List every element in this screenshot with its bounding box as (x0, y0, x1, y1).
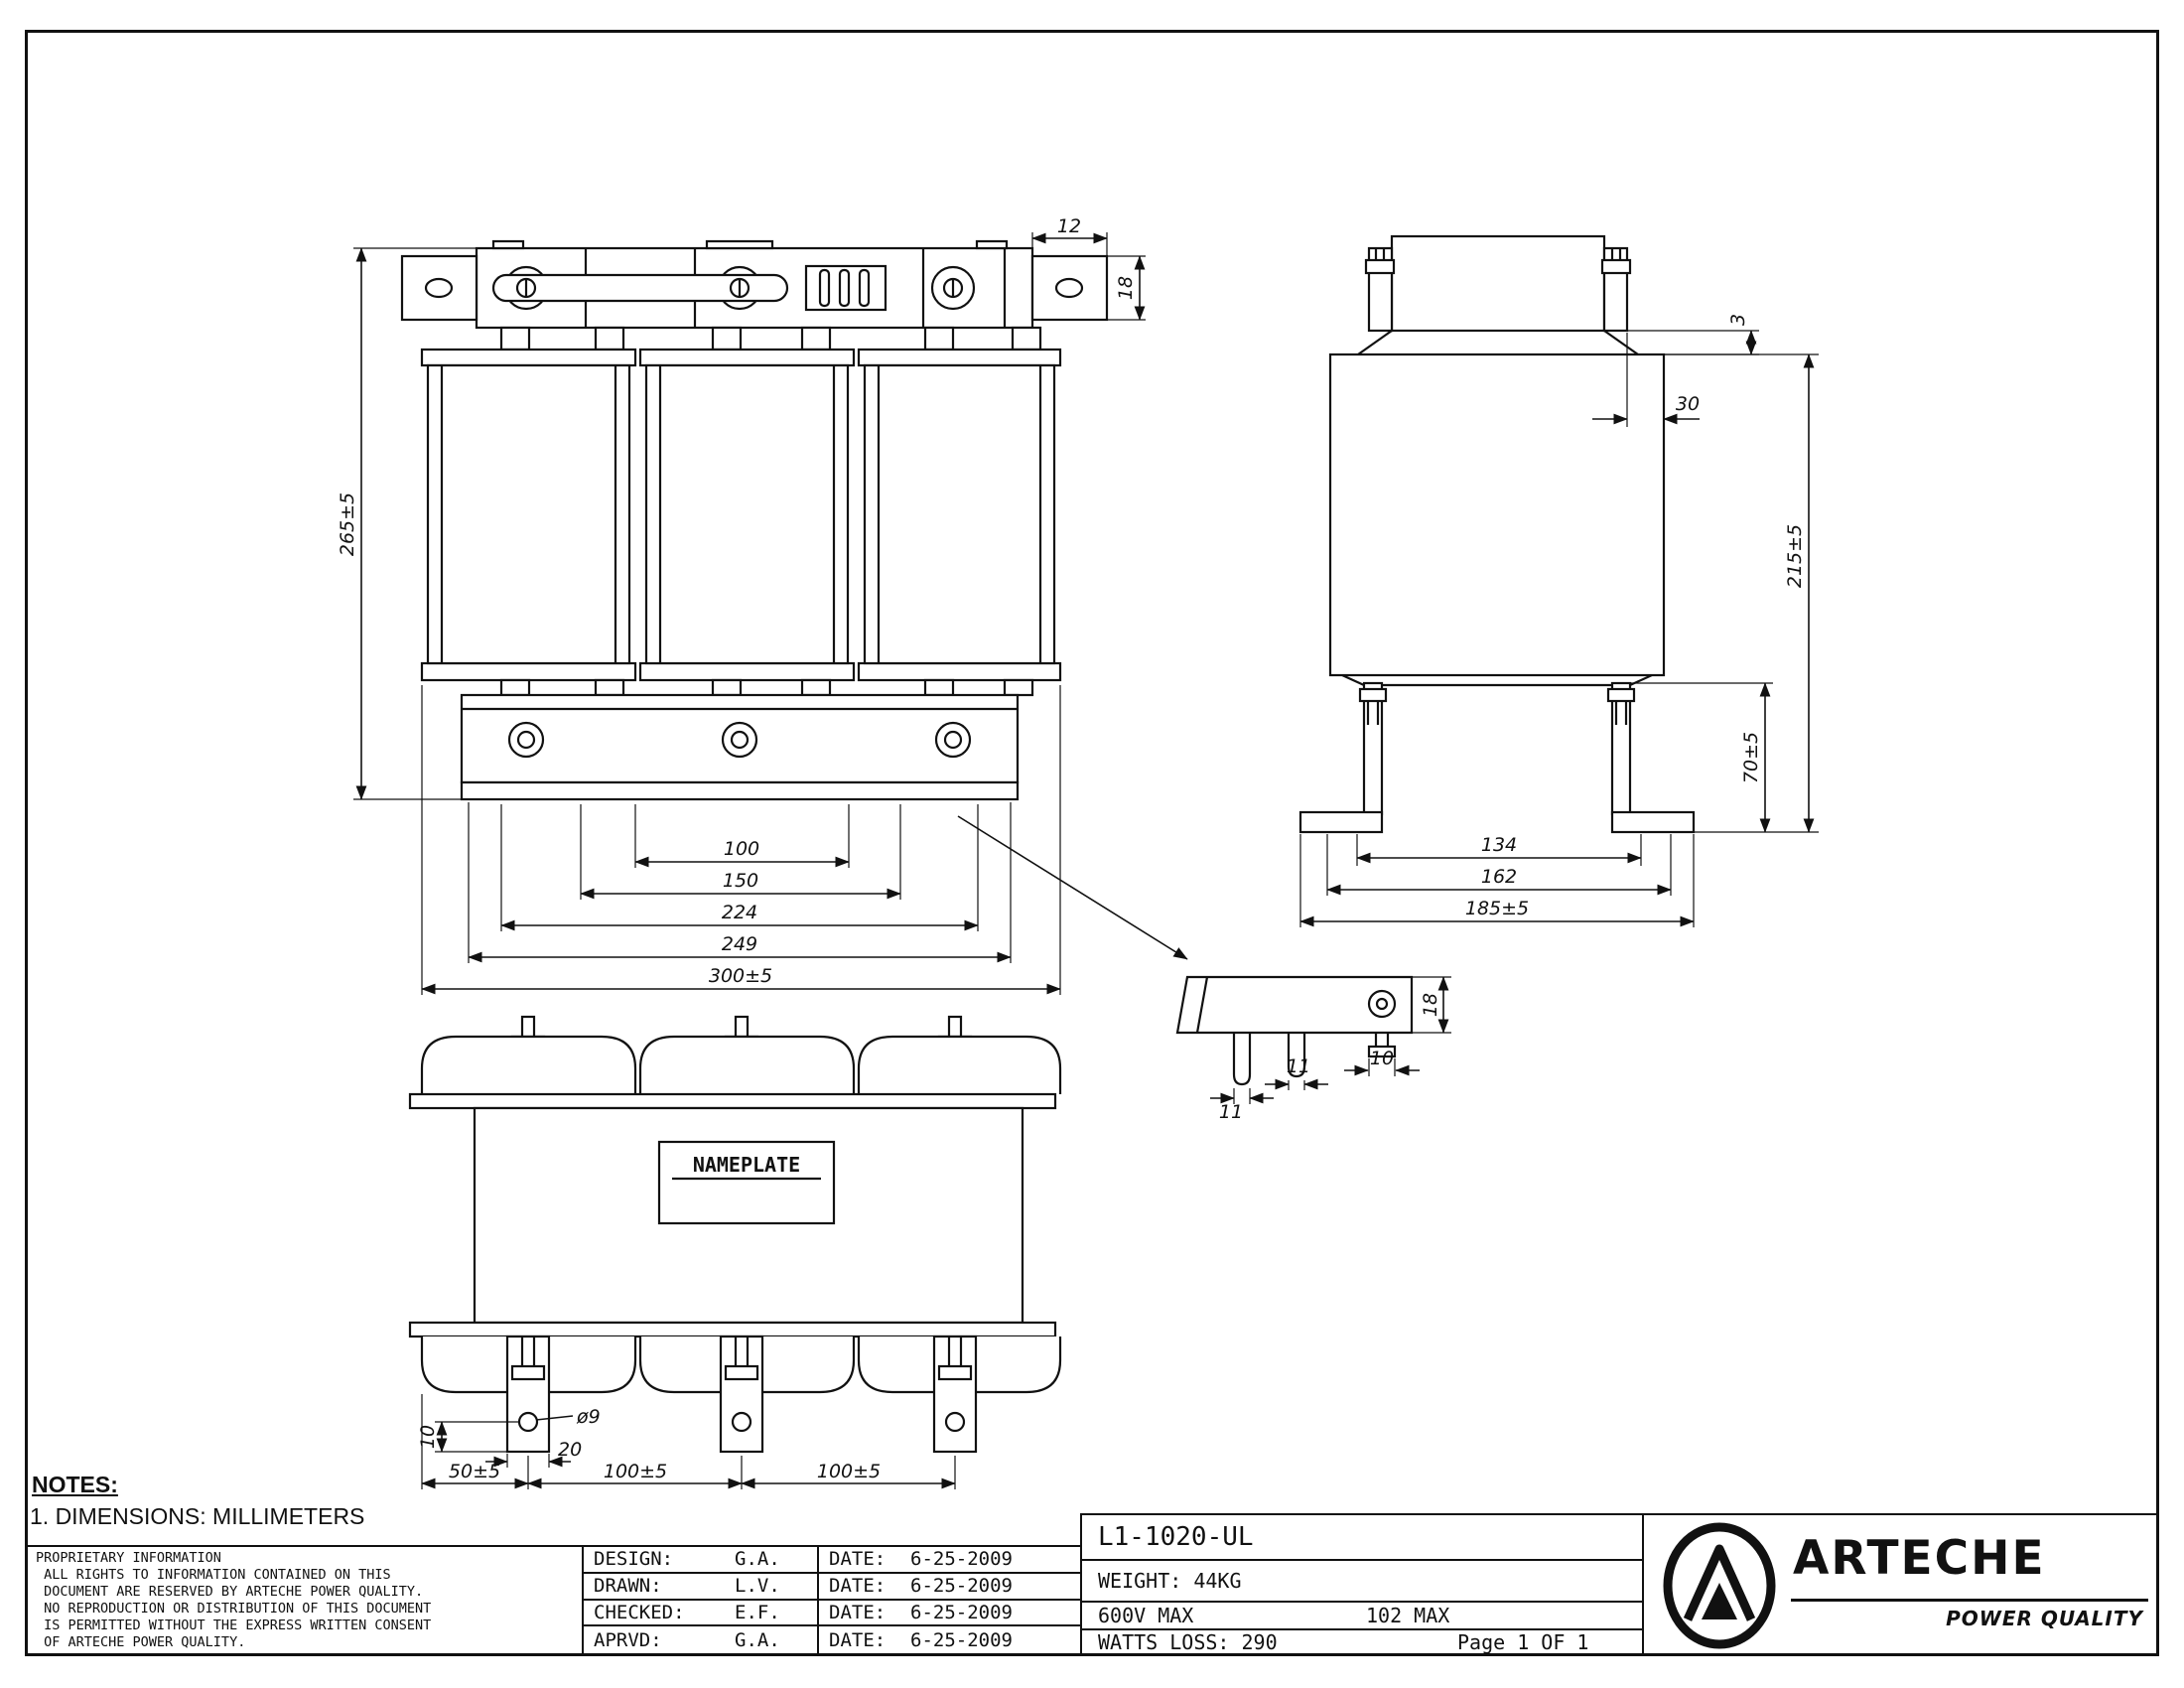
approval-initials: G.A. (735, 1548, 780, 1571)
brand-tagline: POWER QUALITY (1946, 1607, 2143, 1630)
mount-slot-left (424, 277, 454, 299)
nameplate (657, 1140, 836, 1225)
nameplate-label: NAMEPLATE (693, 1153, 800, 1177)
dim-label: 3 (1727, 314, 1749, 326)
proprietary-notice: PROPRIETARY INFORMATION ALL RIGHTS TO IN… (28, 1545, 584, 1653)
date-value: 6-25-2009 (910, 1575, 1013, 1598)
approval-initials: G.A. (735, 1628, 780, 1651)
drawing-border-frame (25, 30, 2159, 1656)
approval-initials: E.F. (735, 1601, 780, 1623)
notes-heading: NOTES: (32, 1472, 118, 1497)
part-number: L1-1020-UL (1082, 1515, 1642, 1561)
bolt-nut (1364, 258, 1396, 275)
watts-loss: WATTS LOSS: 290 (1098, 1629, 1278, 1654)
dim-label: 100 (724, 838, 759, 860)
current-rating: 102 MAX (1366, 1604, 1450, 1627)
proprietary-line: NO REPRODUCTION OR DISTRIBUTION OF THIS … (36, 1601, 432, 1617)
core-body (1328, 352, 1666, 677)
dim-label: 100±5 (604, 1461, 667, 1482)
approval-row-drawn: DRAWN: L.V. DATE: 6-25-2009 (584, 1573, 1080, 1601)
dim-label: 70±5 (1740, 732, 1762, 783)
proprietary-line: OF ARTECHE POWER QUALITY. (36, 1634, 246, 1650)
dim-label: 224 (722, 902, 757, 923)
dim-label: 185±5 (1465, 898, 1529, 919)
approval-row-aprvd: APRVD: G.A. DATE: 6-25-2009 (584, 1626, 1080, 1653)
terminal-tab-3 (932, 1335, 978, 1454)
foot-left (1298, 810, 1384, 834)
date-value: 6-25-2009 (910, 1548, 1013, 1571)
dim-label: 30 (1676, 393, 1700, 415)
terminal-detail-view: 18 11 11 10 (957, 815, 1451, 1123)
date-label: DATE: (829, 1548, 887, 1571)
approval-initials: L.V. (735, 1575, 780, 1598)
coil-2 (638, 348, 856, 682)
dim-label: 215±5 (1784, 524, 1806, 588)
approvals-table: DESIGN: G.A. DATE: 6-25-2009 DRAWN: L.V.… (584, 1545, 1080, 1653)
approval-role: DRAWN: (594, 1575, 662, 1598)
dim-label: 18 (1420, 993, 1441, 1017)
dim-label: 162 (1481, 866, 1517, 888)
elevation-view: NAMEPLATE 10 (408, 1015, 1062, 1489)
dim-label: 249 (722, 933, 757, 955)
approval-role: CHECKED: (594, 1601, 685, 1623)
dim-label: 300±5 (709, 965, 772, 987)
dim-label: 11 (1287, 1055, 1310, 1077)
foot-right (1610, 810, 1696, 834)
arteche-emblem-icon (1663, 1522, 1776, 1649)
approval-row-checked: CHECKED: E.F. DATE: 6-25-2009 (584, 1600, 1080, 1627)
dim-label: 10 (1370, 1048, 1394, 1069)
dim-label: 12 (1057, 215, 1081, 237)
terminal-tab-2 (719, 1335, 764, 1454)
proprietary-line: ALL RIGHTS TO INFORMATION CONTAINED ON T… (36, 1567, 391, 1583)
front-view: 12 18 265±5 100 150 224 249 300±5 (337, 215, 1146, 995)
date-label: DATE: (829, 1601, 887, 1623)
coil-1 (420, 348, 637, 682)
brand-name: ARTECHE (1793, 1531, 2046, 1586)
dim-label: 20 (558, 1439, 582, 1461)
dim-label: 11 (1219, 1101, 1243, 1123)
approval-role: DESIGN: (594, 1548, 674, 1571)
slotted-terminal-block (804, 264, 887, 312)
date-label: DATE: (829, 1575, 887, 1598)
side-view: 3 30 215±5 70±5 134 162 185±5 (1298, 234, 1819, 927)
dim-label: 150 (723, 870, 758, 892)
date-value: 6-25-2009 (910, 1601, 1013, 1623)
mount-slot-right (1054, 277, 1084, 299)
dim-label: ø9 (576, 1406, 601, 1428)
dim-label: 134 (1481, 834, 1517, 856)
terminal-tab-1 (505, 1335, 551, 1454)
weight-value: WEIGHT: 44KG (1082, 1561, 1642, 1603)
busbar (491, 273, 789, 303)
detail-leader-arrow (957, 815, 1188, 960)
page-indicator: Page 1 OF 1 (1457, 1629, 1589, 1654)
proprietary-line: IS PERMITTED WITHOUT THE EXPRESS WRITTEN… (36, 1618, 432, 1633)
date-label: DATE: (829, 1628, 887, 1651)
proprietary-line: DOCUMENT ARE RESERVED BY ARTECHE POWER Q… (36, 1584, 424, 1600)
logo-block: ARTECHE POWER QUALITY (1642, 1513, 2159, 1653)
coil-3 (857, 348, 1062, 682)
dim-label: 100±5 (817, 1461, 881, 1482)
bolt-nut (1600, 258, 1632, 275)
approval-role: APRVD: (594, 1628, 662, 1651)
dim-label: 50±5 (449, 1461, 500, 1482)
voltage-rating: 600V MAX (1098, 1604, 1194, 1627)
proprietary-line: PROPRIETARY INFORMATION (36, 1550, 221, 1566)
notes-item-1: 1. DIMENSIONS: MILLIMETERS (30, 1503, 365, 1529)
title-block-specs: L1-1020-UL WEIGHT: 44KG 600V MAX 102 MAX… (1080, 1513, 1642, 1654)
dim-label: 265±5 (337, 492, 358, 556)
dim-label: 10 (417, 1425, 439, 1449)
brand-underline (1791, 1599, 2148, 1602)
date-value: 6-25-2009 (910, 1628, 1013, 1651)
dim-label: 18 (1115, 276, 1137, 300)
approval-row-design: DESIGN: G.A. DATE: 6-25-2009 (584, 1547, 1080, 1574)
